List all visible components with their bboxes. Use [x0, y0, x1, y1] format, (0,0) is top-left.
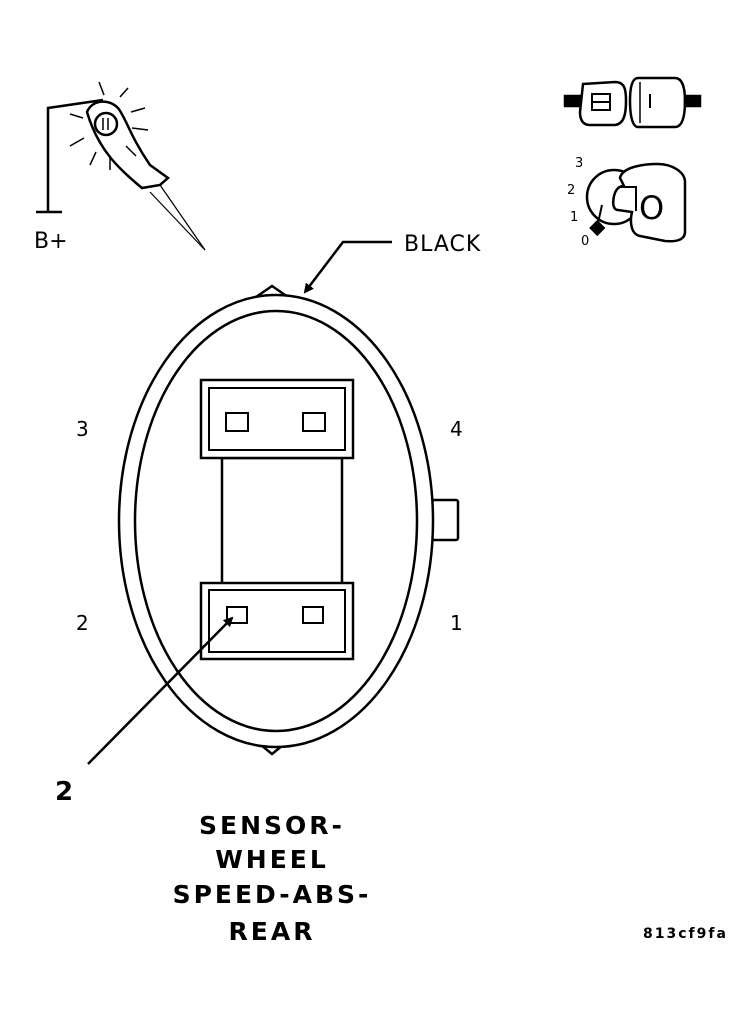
pin-label-4: 4: [450, 417, 463, 441]
figure-code: 813cf9fa: [643, 926, 728, 942]
ignition-key-letter: O: [639, 189, 664, 227]
pin-label-1: 1: [450, 611, 463, 635]
b-plus-label: B+: [34, 229, 68, 254]
pin-label-2: 2: [76, 611, 89, 635]
black-callout-leader: [303, 240, 392, 294]
terminal-cavity-4: [302, 412, 326, 432]
pin-label-3: 3: [76, 417, 89, 441]
callout-2-leader: [87, 616, 234, 765]
title-line-4: REAR: [229, 917, 316, 946]
ignition-position-0: 0: [581, 234, 589, 249]
title-line-1: SENSOR-: [199, 811, 345, 840]
ignition-position-2: 2: [567, 183, 575, 198]
connector-face: [117, 284, 460, 756]
callout-number: 2: [55, 777, 73, 807]
title-line-3: SPEED-ABS-: [173, 880, 372, 909]
terminal-cavity-1: [302, 606, 324, 624]
ignition-position-3: 3: [575, 156, 583, 171]
title-line-2: WHEEL: [215, 845, 329, 874]
test-light-icon: [36, 81, 206, 251]
disconnected-connector-icon: [563, 76, 702, 129]
ignition-key-off-icon: [585, 162, 687, 243]
terminal-cavity-3: [225, 412, 249, 432]
ignition-position-1: 1: [570, 210, 578, 225]
connector-color-label: BLACK: [404, 232, 481, 257]
